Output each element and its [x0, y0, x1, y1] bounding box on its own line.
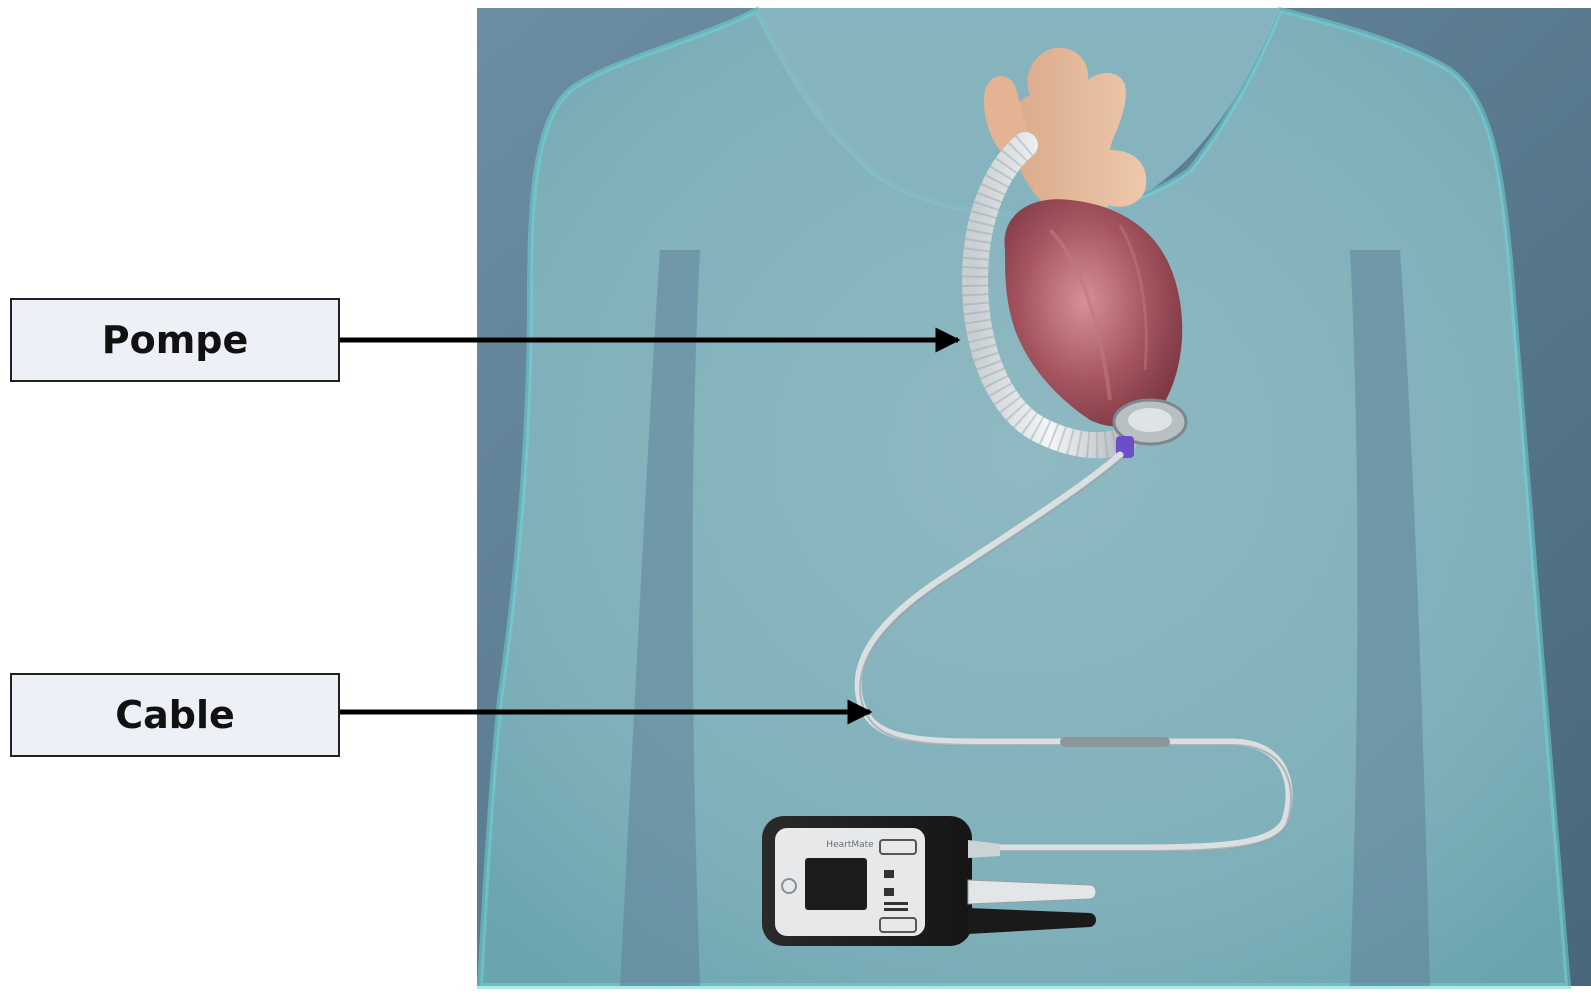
cable-label: Cable: [115, 693, 235, 737]
controller-brand: HeartMate: [826, 840, 874, 850]
pump-label: Pompe: [102, 318, 249, 362]
pump-label-box: Pompe: [10, 298, 340, 382]
cable-sleeve: [1060, 737, 1170, 747]
cable-label-box: Cable: [10, 673, 340, 757]
controller-device: HeartMate: [762, 816, 972, 946]
